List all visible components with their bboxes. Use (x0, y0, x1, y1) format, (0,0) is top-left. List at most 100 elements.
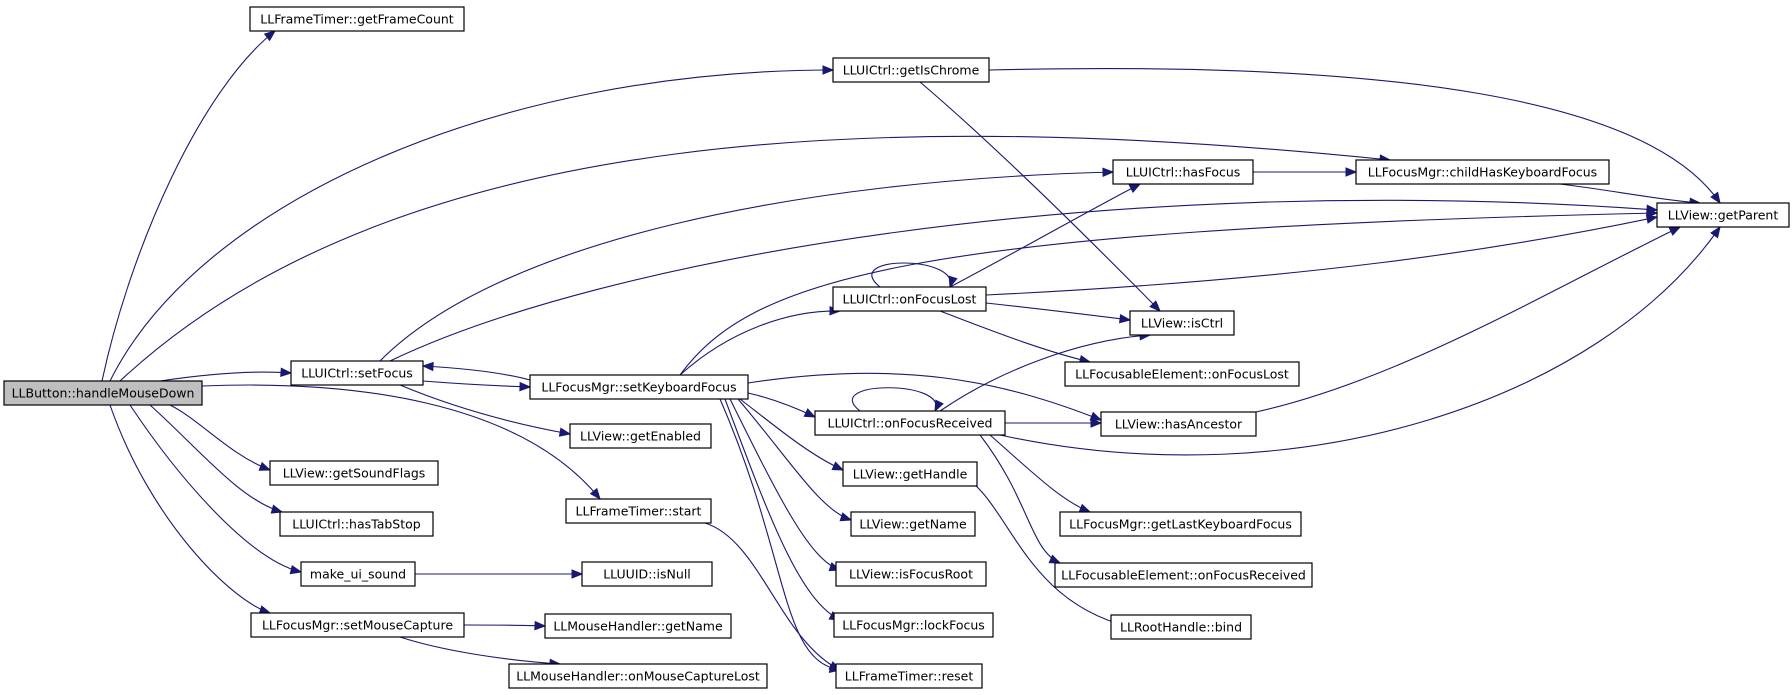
edge-onFocusReceived-to-getParent (999, 225, 1721, 456)
node-box (1064, 361, 1300, 387)
node-onMouseCaptureLost[interactable]: LLMouseHandler::onMouseCaptureLost (508, 663, 768, 689)
edge-handleMouseDown-to-makeUiSound (129, 404, 303, 575)
edge-line (1255, 226, 1681, 413)
node-getName[interactable]: LLView::getName (850, 511, 976, 537)
edge-line (159, 371, 292, 382)
node-label: LLMouseHandler::getName (553, 619, 723, 634)
node-start[interactable]: LLFrameTimer::start (565, 498, 712, 524)
edge-onFocusLost-to-hasFocus (949, 183, 1142, 288)
node-getParent[interactable]: LLView::getParent (1656, 202, 1790, 228)
edge-handleMouseDown-to-setFocus (159, 367, 293, 382)
edge-setKeyboardFocus-to-onFocusLost (679, 306, 842, 376)
edge-line (949, 183, 1141, 288)
edge-hasFocus-to-childHasKeyboardFocus (1252, 167, 1358, 177)
edge-line (985, 302, 1131, 321)
edge-line (169, 404, 271, 471)
node-label: LLFocusMgr::setKeyboardFocus (541, 380, 736, 395)
edge-arrowhead (519, 381, 532, 392)
node-childHasKeyboardFocus[interactable]: LLFocusMgr::childHasKeyboardFocus (1355, 159, 1610, 185)
edge-line (679, 212, 1658, 376)
node-box (565, 498, 712, 524)
node-onFocusReceived[interactable]: LLUICtrl::onFocusReceived (814, 410, 1006, 436)
node-getHandle[interactable]: LLView::getHandle (842, 461, 978, 487)
edge-line (737, 398, 852, 521)
node-box (1100, 411, 1257, 437)
node-handleMouseDown[interactable]: LLButton::handleMouseDown (3, 380, 203, 406)
node-label: LLView::getName (859, 517, 967, 532)
edge-arrowhead (1149, 300, 1161, 312)
node-box (1656, 202, 1790, 228)
edge-arrowhead (1118, 313, 1132, 324)
node-label: LLUUID::isNull (603, 567, 691, 582)
node-makeUiSound[interactable]: make_ui_sound (300, 561, 416, 587)
edge-getIsChrome-to-getParent (988, 67, 1721, 205)
node-label: make_ui_sound (310, 567, 406, 582)
node-label: LLView::isFocusRoot (849, 567, 973, 582)
node-hasFocus[interactable]: LLUICtrl::hasFocus (1112, 159, 1254, 185)
node-box (544, 613, 732, 639)
edge-line (422, 365, 531, 381)
edge-line (201, 384, 601, 500)
node-getSoundFlags[interactable]: LLView::getSoundFlags (269, 460, 439, 486)
node-lockFocus[interactable]: LLFocusMgr::lockFocus (833, 612, 994, 638)
node-box (1355, 159, 1610, 185)
edge-arrowhead (1089, 411, 1103, 421)
node-box (1129, 310, 1235, 336)
node-setFocus[interactable]: LLUICtrl::setFocus (290, 360, 424, 386)
node-label: LLRootHandle::bind (1120, 620, 1242, 635)
edge-setFocus-to-getEnabled (399, 384, 572, 437)
node-box (249, 6, 465, 32)
edge-line (129, 404, 302, 573)
edge-line (399, 384, 571, 435)
edge-line (719, 398, 841, 671)
node-hasAncestor[interactable]: LLView::hasAncestor (1100, 411, 1257, 437)
node-hasTabStop[interactable]: LLUICtrl::hasTabStop (279, 511, 434, 537)
node-label: LLFocusMgr::setMouseCapture (262, 618, 453, 633)
node-getFrameCount[interactable]: LLFrameTimer::getFrameCount (249, 6, 465, 32)
edge-setKeyboardFocus-to-getName (737, 398, 853, 522)
node-isNull[interactable]: LLUUID::isNull (581, 561, 713, 587)
node-setKeyboardFocus[interactable]: LLFocusMgr::setKeyboardFocus (529, 374, 749, 400)
node-label: LLFocusableElement::onFocusReceived (1061, 568, 1306, 583)
edge-line (109, 69, 834, 382)
edge-arrowhead (280, 367, 293, 377)
edge-setKeyboardFocus-to-getParent (679, 208, 1659, 376)
node-felOnFocusLost[interactable]: LLFocusableElement::onFocusLost (1064, 361, 1300, 387)
node-label: LLFocusableElement::onFocusLost (1075, 367, 1289, 382)
node-isCtrl[interactable]: LLView::isCtrl (1129, 310, 1235, 336)
node-box (1110, 614, 1252, 640)
node-mhGetName[interactable]: LLMouseHandler::getName (544, 613, 732, 639)
edge-line (119, 135, 1391, 382)
node-setMouseCapture[interactable]: LLFocusMgr::setMouseCapture (250, 612, 465, 638)
node-box (250, 612, 465, 638)
edge-start-to-reset (704, 522, 842, 671)
node-box (269, 460, 439, 486)
edge-line (999, 226, 1721, 456)
edge-arrowhead (534, 620, 547, 631)
edge-arrowhead (589, 487, 601, 501)
nodes-layer: LLButton::handleMouseDown LLFrameTimer::g… (3, 6, 1790, 689)
node-box (835, 561, 987, 587)
edge-line (979, 434, 1061, 564)
node-getIsChrome[interactable]: LLUICtrl::getIsChrome (832, 57, 990, 83)
edge-arrowhead (1668, 226, 1682, 236)
node-reset[interactable]: LLFrameTimer::reset (835, 663, 983, 689)
edge-line (679, 310, 841, 376)
edge-arrowhead (1078, 503, 1092, 513)
node-getEnabled[interactable]: LLView::getEnabled (569, 423, 712, 449)
edge-line (422, 380, 531, 388)
node-getLastKeyboardFocus[interactable]: LLFocusMgr::getLastKeyboardFocus (1059, 511, 1302, 537)
edge-setKeyboardFocus-to-setFocus (421, 361, 531, 381)
node-bind[interactable]: LLRootHandle::bind (1110, 614, 1252, 640)
node-label: LLView::getParent (1668, 208, 1779, 223)
node-onFocusLost[interactable]: LLUICtrl::onFocusLost (832, 286, 987, 312)
edge-arrowhead (1128, 183, 1142, 194)
node-felOnFocusReceived[interactable]: LLFocusableElement::onFocusReceived (1054, 562, 1313, 588)
edge-arrowhead (558, 427, 572, 437)
edge-line (939, 334, 1151, 412)
edge-arrowhead (263, 30, 277, 42)
edge-handleMouseDown-to-getSoundFlags (169, 404, 272, 471)
node-box (581, 561, 713, 587)
node-isFocusRoot[interactable]: LLView::isFocusRoot (835, 561, 987, 587)
edge-arrowhead (1102, 167, 1115, 178)
